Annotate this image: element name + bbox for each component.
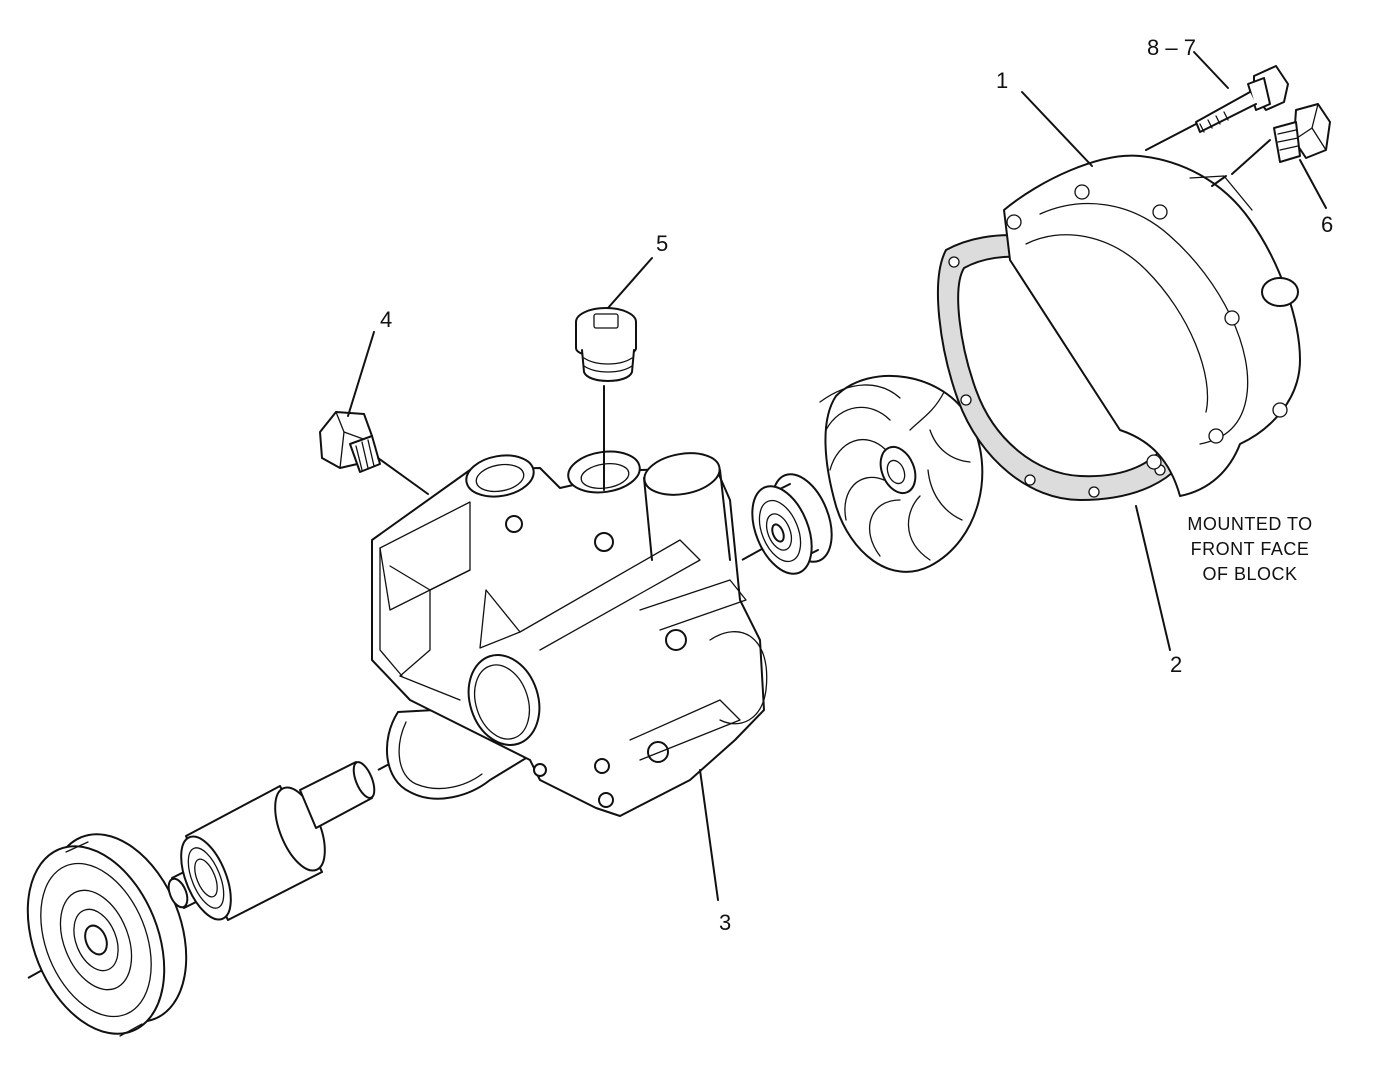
leader-lines [347, 51, 1327, 901]
impeller [819, 375, 984, 573]
note-line-3: OF BLOCK [1202, 564, 1297, 584]
callout-2: 2 [1170, 652, 1182, 677]
callout-3: 3 [719, 910, 731, 935]
shaft-and-bearing [167, 761, 376, 921]
water-pump-seal [751, 473, 833, 575]
plug-5 [575, 307, 637, 382]
note-line-1: MOUNTED TO [1187, 514, 1312, 534]
callout-5: 5 [656, 231, 668, 256]
callout-8-7: 8 – 7 [1147, 35, 1196, 60]
note-line-2: FRONT FACE [1191, 539, 1310, 559]
callout-6: 6 [1321, 212, 1333, 237]
bolt-8-7 [1195, 65, 1289, 133]
callout-1: 1 [996, 68, 1008, 93]
plug-6 [1273, 103, 1331, 163]
pump-housing [371, 450, 768, 817]
callout-labels: 1 8 – 7 6 5 4 2 3 [380, 35, 1333, 935]
mounting-note: MOUNTED TO FRONT FACE OF BLOCK [1187, 514, 1312, 584]
pump-cover [1003, 154, 1301, 497]
plug-4 [319, 411, 381, 473]
pulley [26, 833, 188, 1037]
callout-4: 4 [380, 307, 392, 332]
